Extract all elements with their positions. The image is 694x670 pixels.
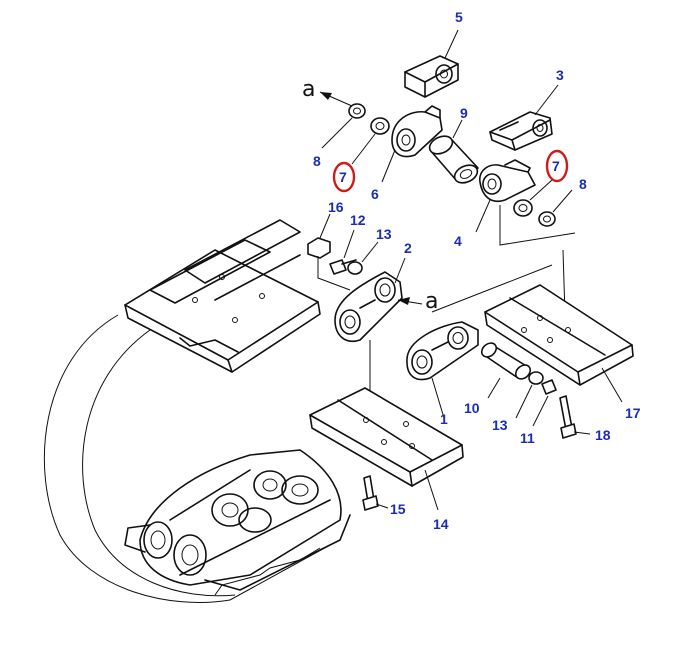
part-5-bracket <box>404 29 459 98</box>
label-part-6: 6 <box>371 186 379 202</box>
label-part-14: 14 <box>433 516 449 532</box>
part-1-link <box>406 321 479 419</box>
part-12-bolt <box>329 229 357 275</box>
part-16-nut <box>307 213 331 259</box>
view-ref-a-middle: a <box>425 289 438 314</box>
label-part-10: 10 <box>464 400 480 416</box>
label-part-4: 4 <box>454 233 462 249</box>
label-part-7-left: 7 <box>339 169 347 185</box>
label-part-8-left: 8 <box>313 153 321 169</box>
label-part-5: 5 <box>455 9 463 25</box>
part-15-bolt <box>362 475 389 511</box>
label-part-18: 18 <box>595 427 611 443</box>
label-part-15: 15 <box>390 501 406 517</box>
nut-right <box>538 189 573 227</box>
part-13-ring-top <box>347 241 379 275</box>
label-part-3: 3 <box>556 67 564 83</box>
part-17-shoe <box>484 284 634 403</box>
part-2-link <box>334 257 406 342</box>
part-3-bracket <box>489 84 559 151</box>
label-part-13-bottom: 13 <box>492 417 508 433</box>
part-4-link <box>475 159 536 233</box>
label-part-2: 2 <box>404 240 412 256</box>
seal-ring-left <box>351 117 390 165</box>
view-arrow-middle <box>397 297 423 305</box>
part-14-shoe <box>309 387 464 511</box>
label-part-13-top: 13 <box>376 226 392 242</box>
assembly-leader-lines <box>317 205 576 410</box>
label-part-7-right: 7 <box>552 158 560 174</box>
part-13-ring-bottom <box>515 371 544 419</box>
part-9-bushing <box>428 119 479 184</box>
part-10-pin <box>480 342 532 399</box>
view-arrow-top <box>319 91 353 107</box>
part-18-bolt <box>559 395 591 439</box>
part-6-link <box>381 105 443 183</box>
highlight-oval-7-left <box>332 161 356 193</box>
view-ref-a-top: a <box>302 77 315 102</box>
seal-ring-right <box>513 179 553 217</box>
label-part-16: 16 <box>328 199 344 215</box>
part-11-pin <box>532 379 557 427</box>
label-part-17: 17 <box>625 405 641 421</box>
nut-left <box>321 103 366 149</box>
label-part-11: 11 <box>520 430 535 446</box>
highlight-oval-7-right <box>545 149 569 183</box>
track-shoe-large <box>124 219 321 373</box>
label-part-12: 12 <box>350 212 366 228</box>
label-part-1: 1 <box>440 411 448 427</box>
track-link-chain <box>124 449 351 596</box>
label-part-9: 9 <box>460 105 468 121</box>
label-part-8-right: 8 <box>579 176 587 192</box>
